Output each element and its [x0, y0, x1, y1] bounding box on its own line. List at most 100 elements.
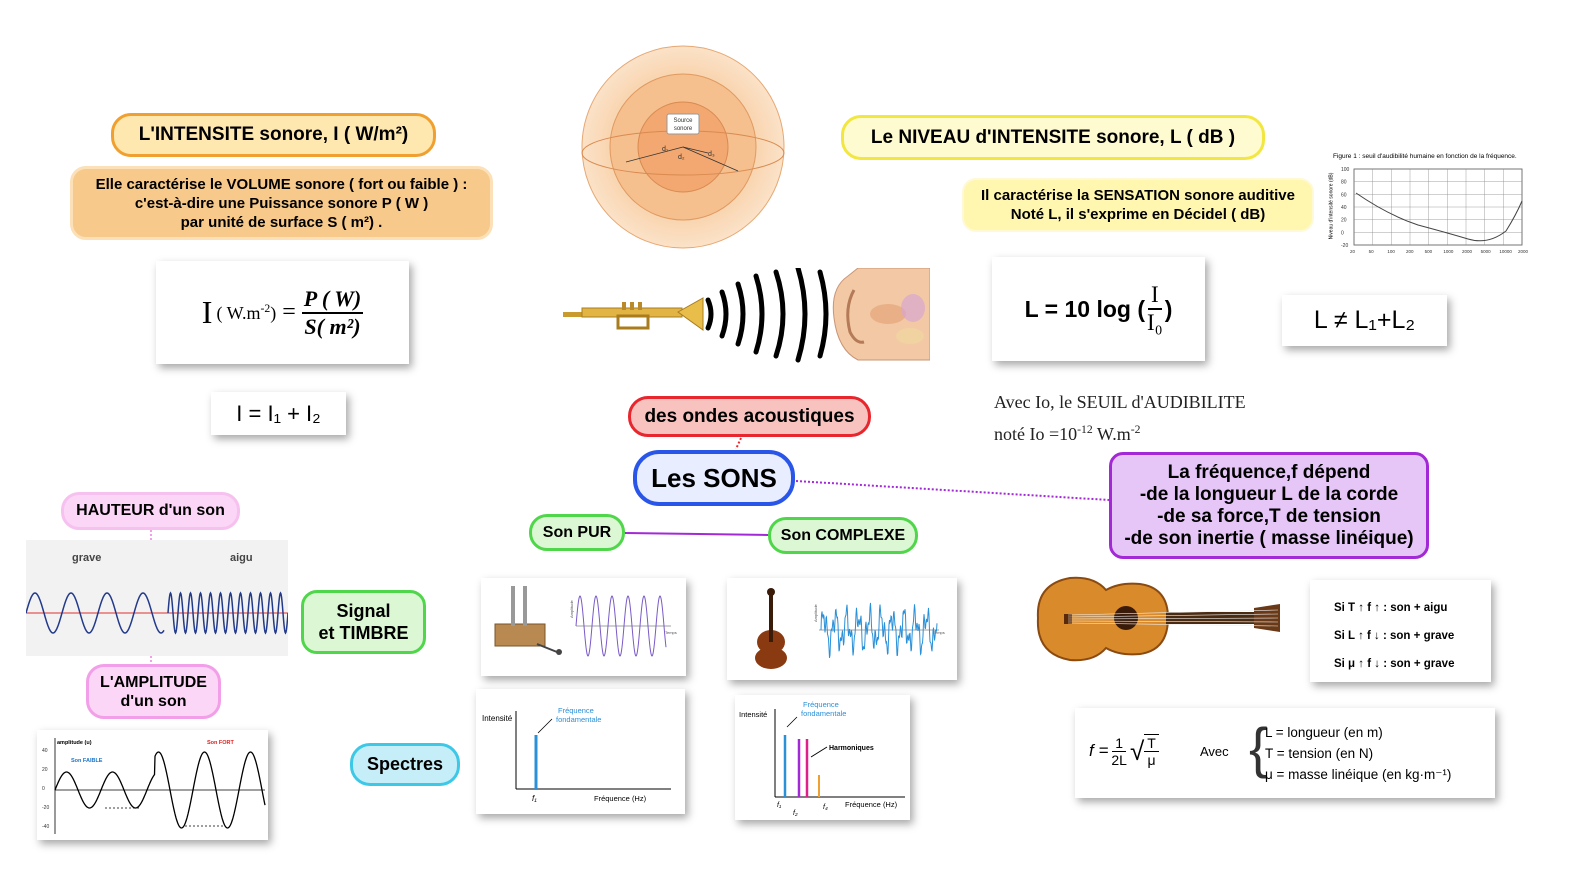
formula-avec: Avec [1200, 744, 1229, 759]
timbre-line2: et TIMBRE [318, 623, 409, 643]
level-formula-left: L = 10 log ( [1024, 295, 1145, 322]
graph-xtick: 20000 [1518, 249, 1528, 254]
sound-source-sphere: Source sonore d₁ d₂ d₃ [581, 45, 785, 249]
graph-xtick: 1000 [1443, 249, 1454, 254]
graph-ytick: 40 [1341, 205, 1347, 211]
intensity-desc-line3: par unité de surface S ( m²) . [180, 213, 383, 231]
level-desc-line1: Il caractérise la SENSATION sonore audit… [980, 187, 1295, 204]
spectra-node[interactable]: Spectres [350, 743, 460, 786]
amplitude-node[interactable]: L'AMPLITUDE d'un son [86, 664, 221, 719]
formula-def-mass: μ = masse linéique (en kg·m⁻¹) [1265, 767, 1452, 782]
graph-xtick: 50 [1369, 249, 1375, 254]
harmonics-label: Harmoniques [829, 745, 874, 752]
formula-2l: 2L [1111, 751, 1127, 768]
strong-sound-label: Son FORT [207, 740, 235, 746]
audibility-threshold-graph: Figure 1 : seuil d'audibilité humaine en… [1328, 153, 1528, 258]
complex-xlabel: Temps [933, 630, 945, 635]
frequency-dependencies-node[interactable]: La fréquence,f dépend -de la longueur L … [1109, 452, 1429, 559]
pure-sound-node[interactable]: Son PUR [529, 514, 625, 551]
source-d3: d₃ [708, 151, 715, 158]
acoustic-waves-node[interactable]: des ondes acoustiques [628, 396, 871, 437]
central-node-les-sons[interactable]: Les SONS [633, 450, 795, 506]
graph-xtick: 2000 [1462, 249, 1473, 254]
threshold-exp: -12 [1077, 423, 1093, 436]
source-label-line1: Source [673, 118, 693, 124]
frequency-line3: -de sa force,T de tension [1157, 505, 1381, 527]
intensity-formula-unit: ( W.m [216, 302, 261, 323]
source-d2: d₂ [678, 154, 685, 161]
threshold-line1: Avec Io, le SEUIL d'AUDIBILITE [994, 392, 1246, 412]
pure-spectrum-fund2: fondamentale [556, 715, 601, 724]
frequency-line1: La fréquence,f dépend [1167, 461, 1371, 483]
intensity-formula-card: I ( W.m-2) = P ( W) S( m²) [156, 261, 409, 364]
complex-spectrum-f2: f₂ [793, 810, 798, 817]
guitar-icon [1036, 576, 1280, 662]
amplitude-ytick: 20 [42, 767, 48, 773]
graph-ytick: 100 [1341, 167, 1350, 173]
threshold-line2: noté Io =10 [994, 424, 1078, 444]
level-formula-num: I [1148, 282, 1162, 310]
pure-spectrum-fund1: Fréquence [558, 706, 594, 715]
graph-ytick: 20 [1341, 218, 1347, 224]
rule-length: Si L ↑ f ↓ : son + grave [1334, 630, 1455, 642]
timbre-line1: Signal [336, 601, 391, 621]
rule-mass: Si μ ↑ f ↓ : son + grave [1334, 658, 1455, 670]
complex-sound-node[interactable]: Son COMPLEXE [768, 517, 918, 554]
amplitude-title-line1: L'AMPLITUDE [100, 673, 207, 691]
amplitude-ytick: -20 [42, 805, 49, 811]
intensity-formula-numerator: P ( W) [301, 286, 364, 314]
sound-waves-icon [705, 268, 829, 363]
graph-xtick: 100 [1387, 249, 1395, 254]
level-title[interactable]: Le NIVEAU d'INTENSITE sonore, L ( dB ) [841, 115, 1265, 160]
trumpet-to-ear-illustration [563, 268, 930, 363]
intensity-sum-formula: I = I₁ + I₂ [236, 400, 321, 426]
pure-spectrum-card: Intensité Fréquence fondamentale f₁ Fréq… [476, 689, 685, 814]
source-d1: d₁ [662, 146, 669, 153]
pitch-high-label: aigu [230, 552, 253, 564]
height-node[interactable]: HAUTEUR d'un son [61, 492, 240, 530]
amplitude-title-line2: d'un son [120, 692, 187, 710]
graph-xtick: 200 [1406, 249, 1414, 254]
formula-mu: μ [1147, 752, 1156, 768]
formula-f-eq: f = [1089, 741, 1109, 760]
pure-spectrum-ylabel: Intensité [482, 714, 513, 723]
pure-spectrum-xlabel: Fréquence (Hz) [594, 794, 647, 803]
pure-spectrum-f1: f₁ [532, 794, 537, 803]
threshold-unit: W.m [1092, 424, 1131, 444]
complex-spectrum-fund2: fondamentale [801, 709, 846, 718]
level-description: Il caractérise la SENSATION sonore audit… [962, 178, 1314, 232]
amplitude-yaxis-label: amplitude (u) [57, 740, 92, 746]
complex-spectrum-card: Intensité Fréquence fondamentale Harmoni… [735, 695, 910, 820]
intensity-formula-lhs: I [201, 294, 213, 330]
frequency-rules-card: Si T ↑ f ↑ : son + aigu Si L ↑ f ↓ : son… [1310, 580, 1491, 682]
formula-one: 1 [1112, 735, 1127, 752]
complex-spectrum-ylabel: Intensité [739, 710, 767, 719]
level-desc-line2: Noté L, il s'exprime en Décidel ( dB) [1010, 206, 1266, 223]
ear-icon [832, 268, 930, 361]
string-frequency-formula-card: f = 1 2L √ T μ Avec { L = longueur (en m… [1075, 708, 1495, 798]
amplitude-ytick: 40 [42, 748, 48, 754]
pure-xlabel: Temps [665, 630, 677, 635]
graph-xtick: 20 [1350, 249, 1356, 254]
level-formula-den: I₀ [1147, 310, 1163, 335]
complex-ylabel: Amplitude [813, 603, 818, 622]
pitch-waveform-image: grave aigu [26, 540, 288, 656]
trumpet-icon [563, 297, 704, 331]
intensity-sum-card: I = I₁ + I₂ [211, 392, 346, 435]
intensity-description: Elle caractérise le VOLUME sonore ( fort… [70, 166, 493, 240]
amplitude-ytick: -40 [42, 824, 49, 830]
frequency-line4: -de son inertie ( masse linéique) [1124, 527, 1414, 549]
formula-def-tension: T = tension (en N) [1265, 746, 1374, 761]
violin-icon [755, 588, 787, 669]
formula-def-length: L = longueur (en m) [1265, 725, 1383, 740]
signal-timbre-node[interactable]: Signal et TIMBRE [301, 590, 426, 654]
graph-xtick: 5000 [1481, 249, 1492, 254]
pitch-low-label: grave [72, 552, 102, 564]
pure-ylabel: Amplitude [569, 599, 574, 618]
intensity-title[interactable]: L'INTENSITE sonore, I ( W/m²) [111, 113, 436, 157]
rule-tension: Si T ↑ f ↑ : son + aigu [1334, 602, 1448, 614]
tuning-fork-icon [494, 586, 562, 655]
complex-spectrum-xlabel: Fréquence (Hz) [845, 800, 898, 809]
